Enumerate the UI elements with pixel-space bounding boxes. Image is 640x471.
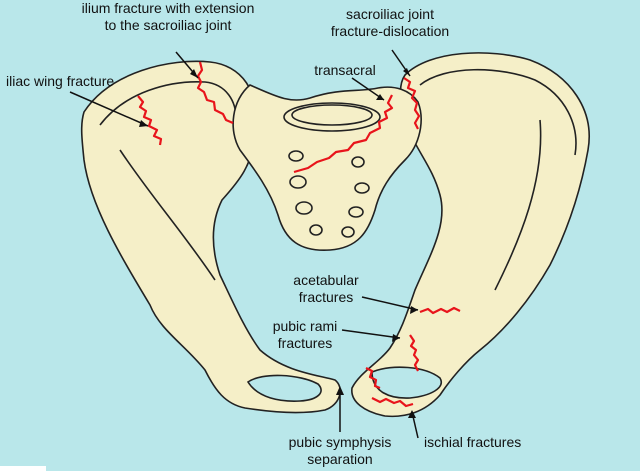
label-pubic-symphysis-separation: pubic symphysis separation xyxy=(288,434,392,467)
right-iliac-crest-line xyxy=(419,68,577,156)
label-transacral: transacral xyxy=(314,62,376,78)
arrow-iliac-wing xyxy=(69,91,149,127)
label-ilium-fracture: ilium fracture with extension to the sac… xyxy=(81,0,255,33)
pubic-rami-lower-fracture-line xyxy=(365,367,381,390)
label-acetabular-fractures: acetabular fractures xyxy=(293,272,359,305)
ilium-sacroiliac-fracture-line xyxy=(196,61,234,125)
label-sacroiliac-dislocation: sacroiliac joint fracture-dislocation xyxy=(330,6,450,39)
arrow-heads xyxy=(139,68,418,418)
right-hip-bone xyxy=(351,52,590,418)
arrow-pubic-rami xyxy=(341,329,401,339)
right-pelvic-brim-line xyxy=(494,119,542,291)
label-iliac-wing-fracture: iliac wing fracture xyxy=(6,73,115,89)
sacral-canal-inner xyxy=(291,104,373,126)
sacrum xyxy=(232,84,422,251)
ischial-fracture-line xyxy=(371,397,414,408)
label-pubic-rami-fractures: pubic rami fractures xyxy=(272,318,338,351)
label-ischial-fractures: ischial fractures xyxy=(424,434,522,450)
left-obturator-foramen xyxy=(246,374,322,402)
left-pelvic-brim-line xyxy=(119,149,216,281)
right-obturator-foramen xyxy=(371,366,443,399)
arrow-acetabular xyxy=(361,296,419,311)
iliac-wing-fracture-line xyxy=(137,95,163,146)
transacral-fracture-line xyxy=(293,94,394,174)
fracture-lines xyxy=(137,61,461,408)
sacroiliac-dislocation-line xyxy=(403,77,421,130)
sacral-foramina xyxy=(288,150,370,238)
pubic-rami-fracture-line xyxy=(409,334,420,372)
corner-patch xyxy=(0,466,46,471)
acetabular-fracture-line xyxy=(419,306,461,315)
